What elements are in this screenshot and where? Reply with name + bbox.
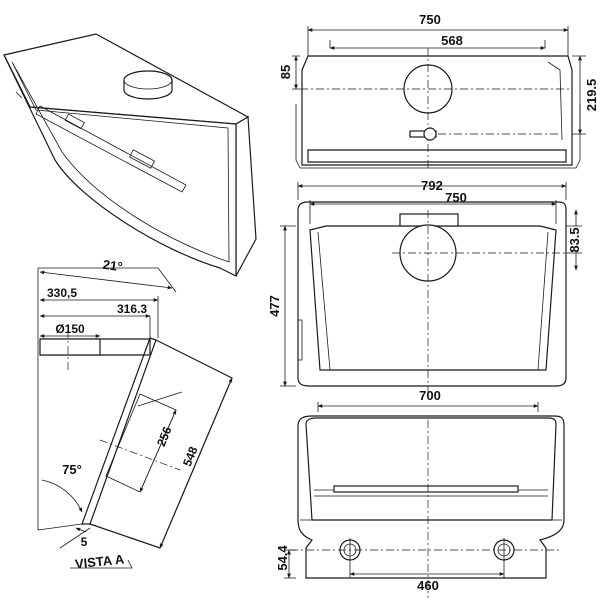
front-height-label: 477 (267, 295, 282, 317)
bottom-lamp-offset-label: 54.4 (275, 545, 290, 571)
side-glass-length-label: 548 (180, 444, 201, 468)
top-duct-spacing-label: 568 (441, 33, 463, 48)
side-outlet-diameter-label: Ø150 (55, 322, 85, 336)
top-depth-label: 219.5 (584, 79, 599, 112)
side-angle-top-label: 21° (102, 257, 124, 275)
front-view (280, 182, 582, 392)
front-collar-offset-label: 83.5 (567, 227, 582, 252)
side-lip-label: 5 (81, 535, 88, 549)
side-glass-width-label: 256 (154, 424, 175, 448)
top-width-label: 750 (419, 12, 441, 27)
bottom-view (284, 402, 565, 598)
side-angle-bottom-label: 75° (62, 462, 82, 477)
side-depth-body-label: 316.3 (117, 302, 147, 316)
side-depth-total-label: 330,5 (47, 286, 77, 300)
top-view (292, 26, 586, 170)
front-outer-width-label: 792 (421, 178, 443, 193)
side-view-label: VISTA A (74, 551, 125, 571)
isometric-view (3, 33, 257, 277)
top-front-offset-label: 85 (278, 65, 293, 79)
side-view (37, 267, 233, 569)
front-body-width-label: 750 (445, 190, 467, 205)
bottom-filter-width-label: 700 (419, 388, 441, 403)
bottom-lamp-spacing-label: 460 (417, 578, 439, 593)
